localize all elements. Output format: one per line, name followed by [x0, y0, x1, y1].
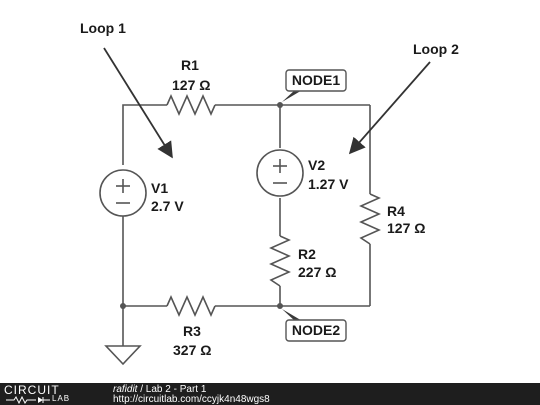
logo-wordmark-top: CIRCUIT — [4, 383, 60, 397]
loop1-label: Loop 1 — [80, 20, 126, 36]
node1-label: NODE1 — [282, 69, 347, 102]
r1-name: R1 — [181, 57, 199, 73]
footer-separator: / — [137, 384, 146, 395]
footer-circuit-title[interactable]: Lab 2 - Part 1 — [145, 384, 207, 395]
wire-v1-top — [122, 104, 167, 165]
r2-value: 227 Ω — [298, 264, 336, 280]
r3-name: R3 — [183, 323, 201, 339]
resistor-r3 — [166, 295, 216, 317]
loop1-arrow — [103, 47, 173, 159]
v2-value: 1.27 V — [308, 176, 349, 192]
junction-ground — [120, 303, 126, 309]
r2-name: R2 — [298, 246, 316, 262]
junction-node2 — [277, 303, 283, 309]
logo-circuit-icon — [6, 396, 50, 404]
footer-title-line: rafidit / Lab 2 - Part 1 — [113, 384, 206, 395]
footer-username[interactable]: rafidit — [113, 384, 138, 395]
r4-name: R4 — [387, 203, 405, 219]
wires — [122, 104, 371, 346]
loop2-arrow — [348, 61, 431, 155]
v1-name: V1 — [151, 180, 168, 196]
resistor-r2 — [269, 235, 291, 287]
voltage-source-v2 — [256, 149, 304, 197]
v2-name: V2 — [308, 157, 325, 173]
logo-wordmark-bottom: LAB — [52, 394, 71, 403]
junction-node1 — [277, 102, 283, 108]
footer-url[interactable]: http://circuitlab.com/ccyjk4n48wgs8 — [113, 394, 270, 405]
r4-value: 127 Ω — [387, 220, 425, 236]
circuit-schematic: NODE1 NODE2 Loop 1 Loop 2 R1 127 Ω R2 22… — [80, 20, 459, 366]
footer-bar: CIRCUIT LAB rafidit / Lab 2 - Part 1 htt… — [0, 383, 540, 405]
ground-icon — [104, 345, 142, 366]
node2-text: NODE2 — [292, 322, 340, 338]
voltage-source-v1 — [99, 169, 147, 217]
circuitlab-logo[interactable]: CIRCUIT LAB — [4, 384, 104, 404]
v1-value: 2.7 V — [151, 198, 184, 214]
r1-value: 127 Ω — [172, 77, 210, 93]
node1-text: NODE1 — [292, 72, 340, 88]
r3-value: 327 Ω — [173, 342, 211, 358]
node2-label: NODE2 — [282, 309, 347, 342]
resistor-r1 — [166, 94, 216, 116]
resistor-r4 — [359, 193, 381, 245]
loop2-label: Loop 2 — [413, 41, 459, 57]
